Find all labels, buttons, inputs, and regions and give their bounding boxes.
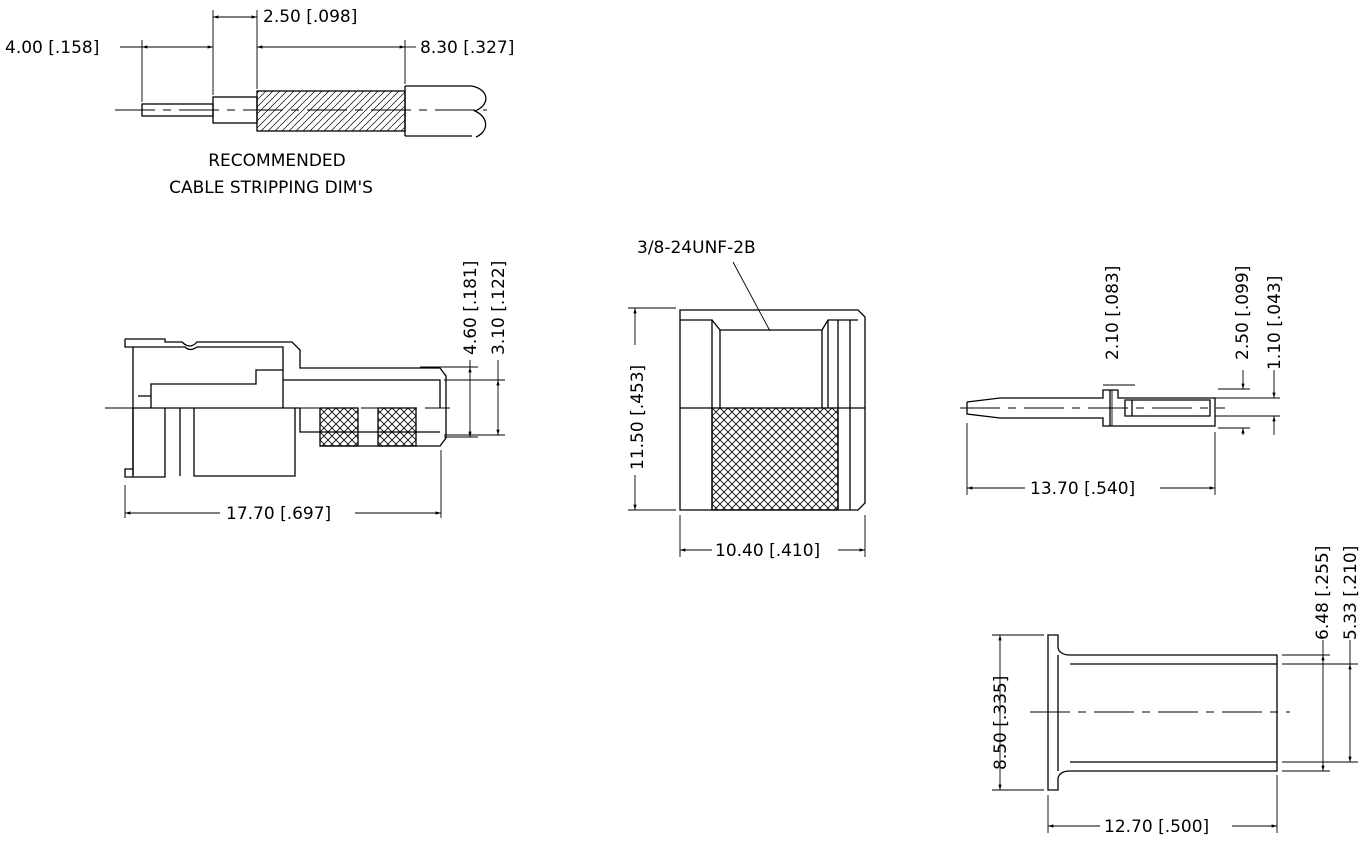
dim-inner-diameter: 3.10 [.122] — [489, 261, 509, 355]
dim-pin-outer-diameter: 2.50 [.099] — [1233, 266, 1253, 360]
dim-pin-length: 4.00 [.158] — [5, 38, 99, 58]
dim-ferrule-inner: 5.33 [.210] — [1341, 546, 1361, 640]
dim-outer-diameter: 4.60 [.181] — [461, 261, 481, 355]
dim-ferrule-length: 12.70 [.500] — [1104, 817, 1209, 837]
contact-pin-view: 2.10 [.083] 2.50 [.099] 1.10 [.043] 13.7… — [960, 266, 1285, 499]
braid — [256, 90, 406, 132]
caption-line-1: RECOMMENDED — [208, 151, 346, 171]
knurl-band — [711, 407, 839, 511]
dim-braid-length: 8.30 [.327] — [420, 38, 514, 58]
dim-pin-length: 13.70 [.540] — [1030, 479, 1135, 499]
connector-side-view: 17.70 [.697] 4.60 [.181] 3.10 [.122] — [105, 261, 509, 524]
dim-dielectric-length: 2.50 [.098] — [263, 7, 357, 27]
jacket — [404, 85, 472, 137]
connector-front-view: 3/8-24UNF-2B 11.50 [.453] 10.40 [.410] — [628, 238, 866, 561]
thread-spec-label: 3/8-24UNF-2B — [637, 238, 756, 258]
cable-stripping-view: 4.00 [.158] 2.50 [.098] 8.30 [.327] RECO… — [5, 7, 514, 198]
caption-line-2: CABLE STRIPPING DIM'S — [169, 178, 373, 198]
dim-ferrule-flange: 8.50 [.335] — [991, 676, 1011, 770]
knurl-band — [377, 407, 417, 447]
dim-connector-length: 17.70 [.697] — [226, 504, 331, 524]
ferrule-view: 8.50 [.335] 6.48 [.255] 5.33 [.210] 12.7… — [991, 546, 1361, 837]
dim-front-height: 11.50 [.453] — [628, 365, 648, 470]
dim-ferrule-outer: 6.48 [.255] — [1313, 546, 1333, 640]
dim-pin-inner-diameter: 1.10 [.043] — [1265, 276, 1285, 370]
knurl-band — [319, 407, 359, 447]
leader-line — [732, 261, 771, 332]
dim-front-width: 10.40 [.410] — [715, 541, 820, 561]
dim-shoulder-diameter: 2.10 [.083] — [1103, 266, 1123, 360]
